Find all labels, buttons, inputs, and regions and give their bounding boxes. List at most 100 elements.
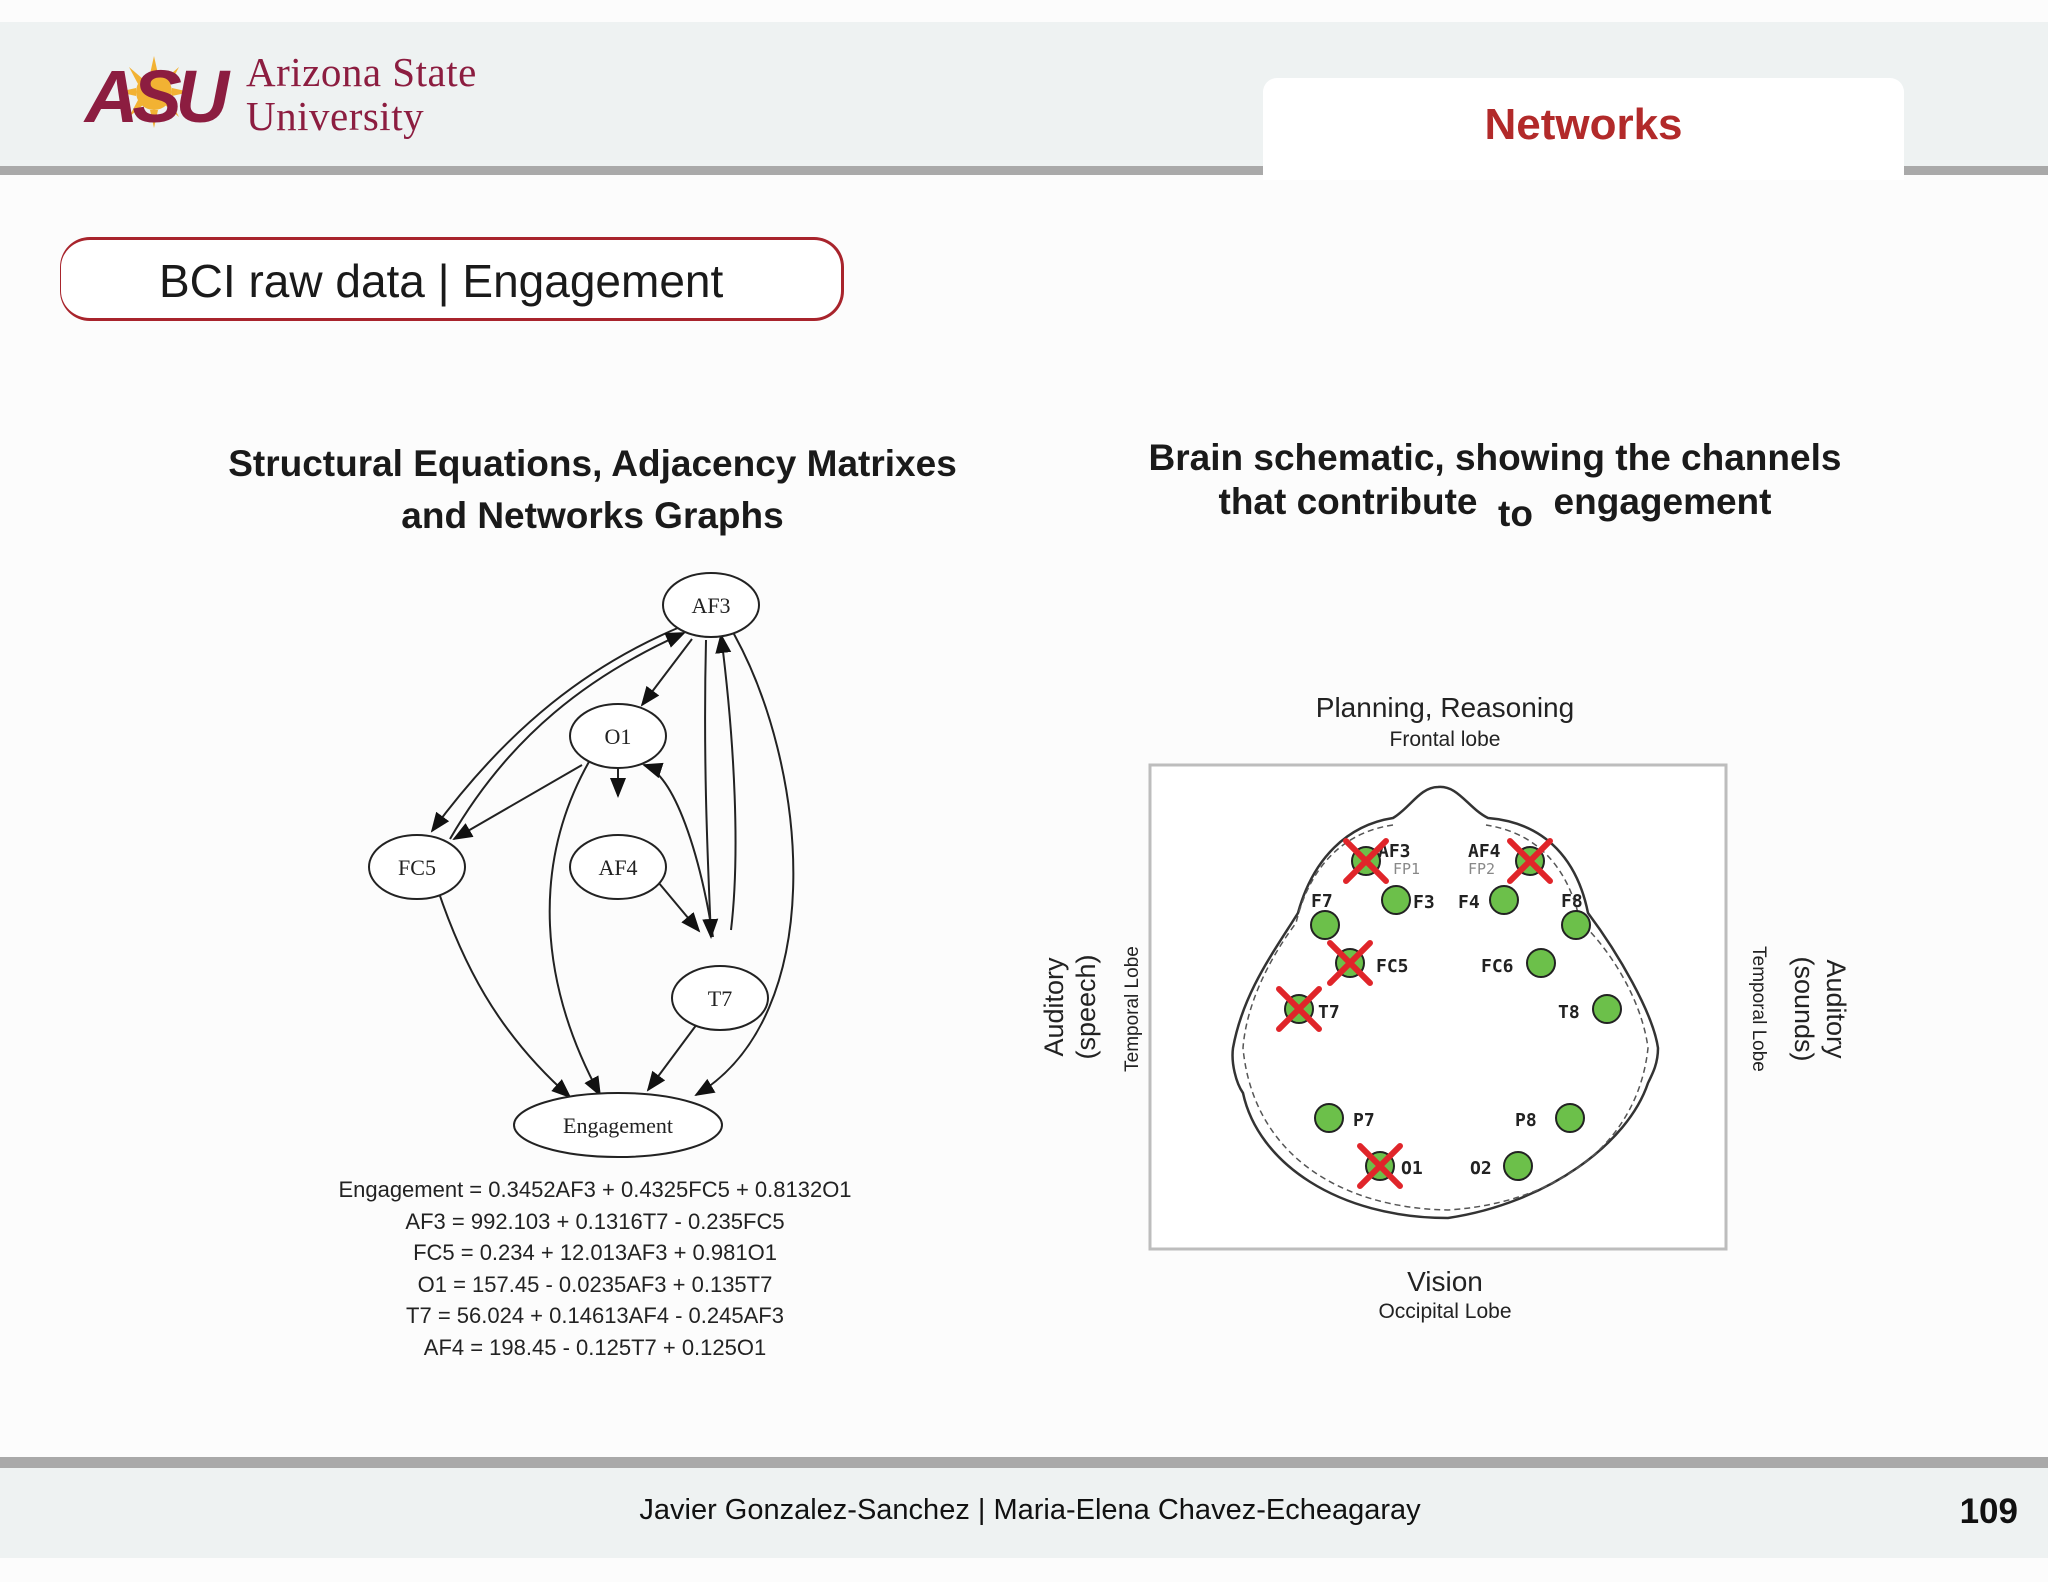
electrode-p7 <box>1314 1103 1344 1133</box>
frontal-sublabel: Frontal lobe <box>1389 728 1501 751</box>
asu-logo-mark: ASU <box>83 55 231 132</box>
node-o1 <box>569 703 667 769</box>
edge-o1-engagement <box>548 759 601 1097</box>
node-af4 <box>569 834 667 900</box>
electrode-label-t7: T7 <box>1318 1002 1340 1023</box>
electrode-label-af4: AF4 <box>1468 841 1501 862</box>
right-auditory-line-1: Auditory <box>1821 959 1851 1059</box>
edge-o1-fc5 <box>452 764 583 841</box>
electrode-p8 <box>1555 1103 1585 1133</box>
section-tab: Networks <box>1263 78 1904 180</box>
brain-frame <box>1148 763 1728 1251</box>
electrode-label-f4: F4 <box>1458 892 1480 913</box>
right-auditory-label: Auditory (sounds) <box>1788 919 1852 1099</box>
footer-authors: Javier Gonzalez-Sanchez | Maria-Elena Ch… <box>639 1494 1421 1526</box>
right-subtitle-line-2: that contribute to engagement <box>1080 480 1910 534</box>
asu-sunburst-logo-icon: ASU <box>83 55 237 132</box>
cross-mark-o1 <box>1357 1143 1403 1189</box>
electrode-fc6 <box>1526 948 1556 978</box>
electrode-label-o2: O2 <box>1470 1158 1492 1179</box>
university-line-1: Arizona State <box>246 49 477 95</box>
electrode-label-f8: F8 <box>1561 891 1583 912</box>
university-wordmark: Arizona State University <box>246 50 477 138</box>
left-subtitle: Structural Equations, Adjacency Matrixes… <box>170 438 1015 542</box>
electrode-label-p8: P8 <box>1515 1110 1537 1131</box>
frontal-label: Planning, Reasoning <box>1315 692 1575 723</box>
equation-1: Engagement = 0.3452AF3 + 0.4325FC5 + 0.8… <box>338 1177 852 1202</box>
header-divider <box>0 166 2048 175</box>
network-graph: AF3 O1 FC5 AF4 T7 Engagement <box>368 572 795 1158</box>
asu-logo: ASU Arizona State University <box>68 50 548 140</box>
node-label-engagement: Engagement <box>563 1113 673 1138</box>
node-label-fc5: FC5 <box>398 855 436 880</box>
structural-equations: Engagement = 0.3452AF3 + 0.4325FC5 + 0.8… <box>280 1174 910 1363</box>
left-temporal-sublabel: Temporal Lobe <box>1122 946 1143 1072</box>
left-auditory-line-1: Auditory <box>1039 957 1069 1057</box>
electrode-label-fp1: FP1 <box>1393 860 1420 878</box>
head-outline <box>1231 785 1660 1220</box>
edge-t7-engagement <box>646 1019 701 1092</box>
cross-mark-fc5 <box>1327 940 1373 986</box>
edge-af3-o1 <box>640 638 693 707</box>
edge-fc5-engagement <box>429 864 572 1099</box>
electrode-f8 <box>1561 910 1591 940</box>
equation-5: T7 = 56.024 + 0.14613AF4 - 0.245AF3 <box>406 1303 784 1328</box>
electrode-label-f3: F3 <box>1413 892 1435 913</box>
electrode-label-t8: T8 <box>1558 1002 1580 1023</box>
edge-fc5-af3 <box>449 632 686 840</box>
occipital-sublabel: Occipital Lobe <box>1378 1300 1512 1323</box>
electrode-t8 <box>1592 994 1622 1024</box>
cross-mark-af4 <box>1507 838 1553 884</box>
left-auditory-line-2: (speech) <box>1071 954 1101 1060</box>
section-title: Networks <box>1484 100 1683 149</box>
node-fc5 <box>368 834 466 900</box>
node-label-af3: AF3 <box>691 593 730 618</box>
node-engagement <box>513 1092 723 1158</box>
footer-bar: Javier Gonzalez-Sanchez | Maria-Elena Ch… <box>0 1468 2048 1558</box>
electrode-label-fc6: FC6 <box>1481 956 1514 977</box>
right-subtitle-part-c: engagement <box>1553 481 1772 522</box>
equation-2: AF3 = 992.103 + 0.1316T7 - 0.235FC5 <box>405 1208 785 1234</box>
node-label-t7: T7 <box>708 986 732 1011</box>
node-t7 <box>671 965 769 1031</box>
right-subtitle: Brain schematic, showing the channels th… <box>1080 436 1910 534</box>
electrode-label-af3: AF3 <box>1378 841 1411 862</box>
footer-divider <box>0 1457 2048 1468</box>
page-number: 109 <box>1959 1492 2018 1531</box>
electrode-label-fp2: FP2 <box>1468 860 1495 878</box>
node-label-af4: AF4 <box>598 855 637 880</box>
university-line-2: University <box>246 93 425 139</box>
right-subtitle-part-b: to <box>1498 493 1533 534</box>
electrode-label-o1: O1 <box>1401 1158 1423 1179</box>
left-subtitle-line-1: Structural Equations, Adjacency Matrixes <box>228 443 957 484</box>
electrode-label-f7: F7 <box>1311 891 1333 912</box>
edge-af3-engagement <box>694 626 795 1097</box>
right-temporal-sublabel: Temporal Lobe <box>1748 946 1769 1072</box>
electrode-f4 <box>1489 885 1519 915</box>
electrode-f3 <box>1381 885 1411 915</box>
edge-af3-t7 <box>702 639 719 939</box>
occipital-label: Vision <box>1407 1266 1483 1297</box>
electrode-f7 <box>1310 910 1340 940</box>
edge-t7-o1 <box>642 762 714 938</box>
electrode-o2 <box>1503 1151 1533 1181</box>
cross-mark-af3 <box>1343 838 1389 884</box>
right-subtitle-line-1: Brain schematic, showing the channels <box>1148 437 1842 478</box>
right-subtitle-part-a: that contribute <box>1218 481 1478 522</box>
edge-af3-fc5 <box>430 626 681 833</box>
slide-title-box: BCI raw data | Engagement <box>60 237 844 321</box>
slide-title: BCI raw data | Engagement <box>159 255 724 307</box>
edge-t7-af3 <box>715 633 737 931</box>
left-auditory-label: Auditory (speech) <box>1038 917 1102 1097</box>
equation-3: FC5 = 0.234 + 12.013AF3 + 0.981O1 <box>413 1240 777 1265</box>
electrode-label-fc5: FC5 <box>1376 956 1409 977</box>
node-af3 <box>662 572 760 638</box>
node-label-o1: O1 <box>605 724 632 749</box>
electrode-label-p7: P7 <box>1353 1110 1375 1131</box>
left-subtitle-line-2: and Networks Graphs <box>401 495 784 536</box>
equation-6: AF4 = 198.45 - 0.125T7 + 0.125O1 <box>423 1334 767 1360</box>
right-auditory-line-2: (sounds) <box>1789 956 1819 1062</box>
cross-mark-t7 <box>1276 986 1322 1032</box>
